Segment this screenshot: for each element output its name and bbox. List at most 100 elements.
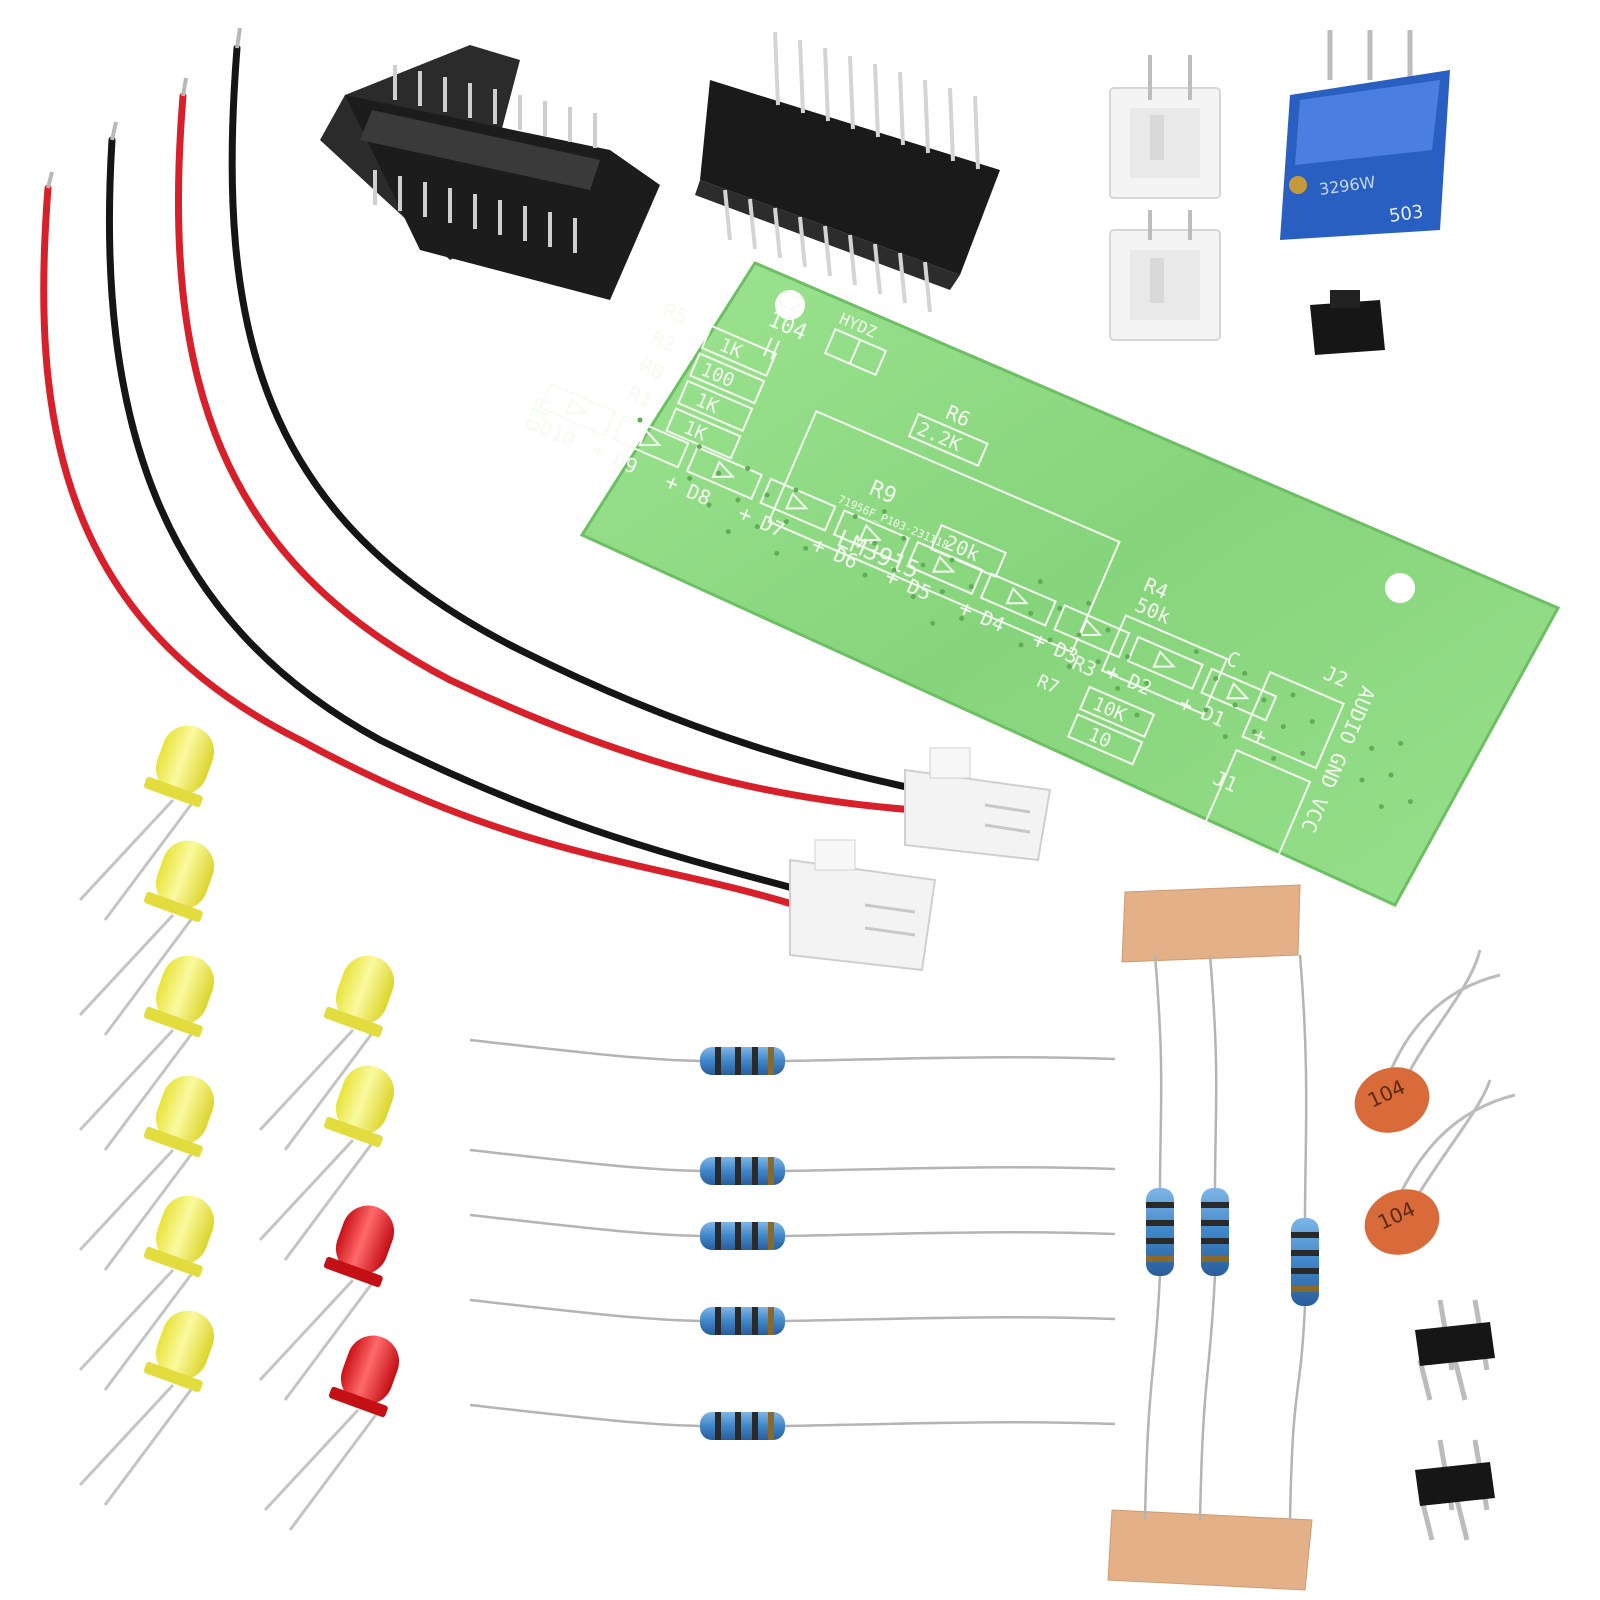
- pcb-via: [706, 502, 712, 508]
- pcb-via: [901, 535, 907, 541]
- red-wire-outer: [40, 184, 799, 909]
- taped-resistors: [1143, 954, 1319, 1521]
- red-led: [258, 1205, 395, 1401]
- pcb-via: [1124, 654, 1130, 660]
- black-wire-outer: [105, 136, 804, 894]
- pcb-diode-symbol: [564, 397, 589, 415]
- chip-pin: [923, 261, 932, 313]
- yellow-led: [258, 1065, 395, 1261]
- pcb-via: [1028, 610, 1034, 616]
- pcb-via: [959, 615, 965, 621]
- chip-pin: [748, 198, 757, 250]
- pcb-via: [1018, 642, 1024, 648]
- pcb-diode-footprint: [906, 540, 984, 596]
- pcb-via: [637, 417, 643, 423]
- resistor: [469, 1213, 1116, 1250]
- resistor: [469, 1038, 1116, 1075]
- pcb-via: [1037, 579, 1043, 585]
- pcb-label-r5: R5: [660, 298, 692, 330]
- yellow-led: [78, 1195, 215, 1391]
- chip-pin: [973, 95, 980, 170]
- yellow-led: [78, 1310, 215, 1506]
- pcb-via: [745, 465, 751, 471]
- pcb-diode-symbol: [931, 555, 956, 573]
- yellow-led: [78, 725, 215, 921]
- wire-tip: [235, 27, 242, 49]
- pcb-via: [725, 529, 731, 535]
- chip-pin: [773, 207, 782, 259]
- pcb-via: [754, 524, 760, 530]
- chip-pin: [848, 234, 857, 286]
- chip-pin: [873, 243, 882, 295]
- pcb-via: [939, 589, 945, 595]
- yellow-led: [78, 1075, 215, 1271]
- ceramic-capacitor-2: 104: [1364, 1079, 1516, 1255]
- yellow-led: [258, 955, 395, 1151]
- pcb-diode-symbol: [858, 523, 882, 542]
- pcb-via: [1076, 632, 1082, 638]
- taped-resistor: [1143, 954, 1174, 1521]
- wire-tip: [46, 171, 54, 189]
- pcb-diode-symbol: [637, 428, 662, 447]
- taped-resistor: [1198, 954, 1229, 1521]
- trimmer-potentiometer: 3296W 503: [1280, 30, 1450, 240]
- pcb-via: [872, 540, 878, 546]
- pcb-via: [1095, 659, 1101, 665]
- pcb-via: [881, 509, 887, 515]
- pcb-vias: [637, 417, 1413, 810]
- red-led: [263, 1335, 400, 1531]
- pcb-diode-symbol: [711, 460, 735, 478]
- pcb-via: [910, 594, 916, 600]
- resistor: [469, 1148, 1116, 1185]
- ic-socket: [320, 45, 660, 300]
- pcb-via: [862, 572, 868, 578]
- pcb-via: [1213, 675, 1219, 681]
- pcb-via: [1261, 697, 1267, 703]
- yellow-led: [78, 840, 215, 1036]
- lm3915-pcb: C2 104 HYDZ R5 R2 R8 R1 1K 100 1K 1K R6 …: [519, 261, 1561, 907]
- pcb-via: [687, 475, 693, 481]
- chip-pin: [798, 216, 807, 268]
- pcb-via: [1359, 777, 1365, 783]
- pcb-via: [1144, 680, 1150, 686]
- pcb-diode-footprint: [979, 572, 1057, 627]
- pcb-via: [1242, 670, 1248, 676]
- pcb-diode-footprint: [612, 414, 690, 469]
- pcb-via: [1203, 707, 1209, 713]
- pcb-via: [1407, 799, 1413, 805]
- resistor: [469, 1403, 1116, 1440]
- chip-pin: [923, 79, 930, 154]
- pcb-via: [1222, 734, 1228, 740]
- pcb-label-r8: R8: [636, 353, 668, 385]
- pcb-via: [1193, 649, 1199, 655]
- trimmer-code-text: 503: [1388, 201, 1425, 227]
- pcb-via: [1290, 692, 1296, 698]
- wire-tip: [110, 121, 118, 141]
- wire-tip: [181, 77, 188, 97]
- pcb-via: [968, 584, 974, 590]
- pcb-diode-footprint: [832, 509, 910, 564]
- pcb-via: [1232, 702, 1238, 708]
- taped-resistor-strip: [1107, 884, 1319, 1591]
- pcb-via: [735, 497, 741, 503]
- pcb-via: [783, 519, 789, 525]
- connector-header-bottom: [1109, 210, 1221, 341]
- chip-pin: [898, 71, 905, 146]
- pcb-diode-footprint: [538, 382, 617, 437]
- pcb-via: [1251, 729, 1257, 735]
- led-collection: [78, 725, 400, 1531]
- lm3915-chip: [695, 31, 1000, 313]
- pin-header-2: [1415, 1439, 1495, 1541]
- loose-resistors: [469, 1038, 1116, 1440]
- chip-pin: [773, 31, 780, 106]
- pcb-via: [1066, 664, 1072, 670]
- chip-pin: [848, 55, 855, 130]
- pcb-via: [764, 492, 770, 498]
- pcb-via: [1086, 600, 1092, 606]
- pcb-via: [696, 444, 702, 450]
- ceramic-capacitor-1: 104: [1354, 949, 1501, 1133]
- pcb-via: [793, 487, 799, 493]
- pcb-label-r2: R2: [648, 325, 680, 357]
- pcb-mount-hole: [1385, 573, 1415, 603]
- chip-pins: [723, 31, 980, 313]
